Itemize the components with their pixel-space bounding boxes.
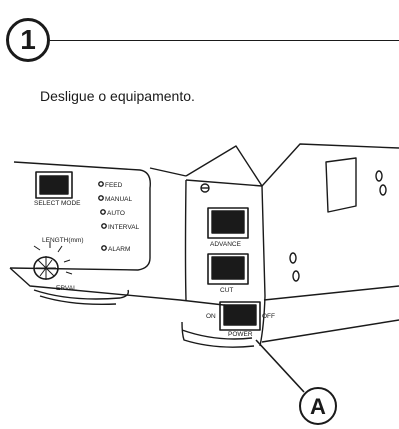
cut-button [207,253,249,285]
power-on-label: ON [206,313,216,320]
callout-circle [299,387,337,425]
power-label: POWER [228,331,253,338]
indicator-interval: INTERVAL [108,224,140,231]
right-panel-outline [185,179,266,347]
instruction-text: Desligue o equipamento. [40,88,195,104]
power-off-label: OFF [262,313,275,320]
side-window [325,157,357,213]
body-outline [9,267,251,309]
side-panel-outline [261,143,399,187]
right-foot [181,329,253,340]
cut-label: CUT [220,287,233,294]
length-label: LENGTH(mm) [42,237,84,244]
callout-label: A [310,394,326,419]
indicator-alarm: ALARM [108,246,130,253]
left-panel-outline [9,161,151,271]
advance-button [207,207,249,239]
select-mode-button [35,171,73,199]
indicator-feed: FEED [105,182,123,189]
power-switch [219,301,261,331]
step-header-rule [50,40,399,41]
indicator-auto: AUTO [107,210,125,217]
step-number: 1 [20,24,36,55]
advance-label: ADVANCE [210,241,242,248]
select-mode-label: SELECT MODE [34,200,81,207]
callout-leader-line [255,339,305,393]
step-number-badge: 1 [6,18,50,62]
interval-label: ERVAL [56,285,77,292]
indicator-manual: MANUAL [105,196,132,203]
left-foot [33,289,130,300]
